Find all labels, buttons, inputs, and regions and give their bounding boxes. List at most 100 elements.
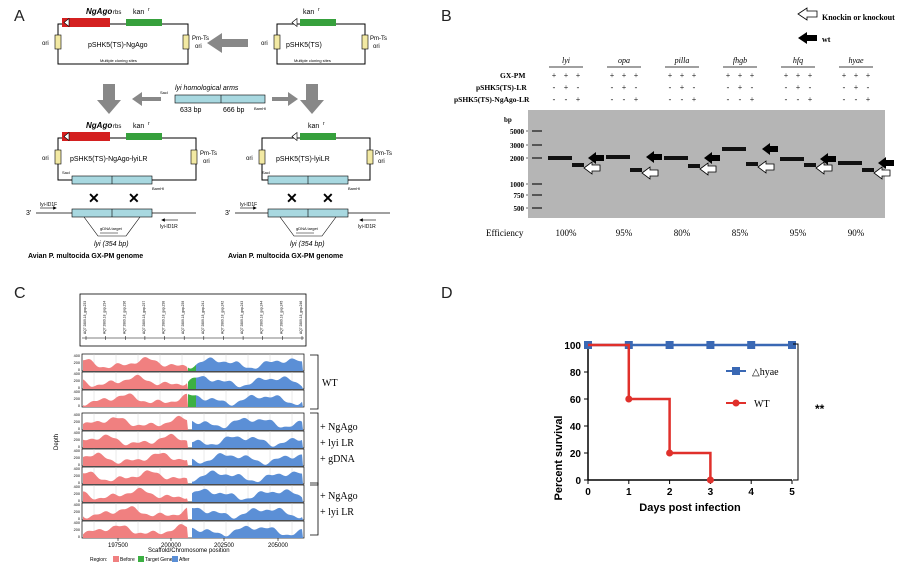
sign-cell: +: [726, 71, 731, 80]
gene-annotation-label: AQ7 2889.18_gop.246: [299, 301, 303, 334]
svg-text:+ NgAgo: + NgAgo: [320, 422, 358, 433]
ladder-band: [532, 183, 542, 185]
gel-band: [746, 162, 758, 166]
y-tick-label: 40: [570, 422, 582, 433]
significance-annotation: **: [815, 402, 825, 416]
panel-label-a: A: [14, 8, 25, 25]
svg-text:gDNA target: gDNA target: [296, 226, 319, 231]
coverage-after: [196, 357, 303, 371]
sign-cell: +: [796, 71, 801, 80]
coverage-before: [83, 452, 188, 466]
y-tick-label: 0: [78, 404, 80, 408]
gel-band: [804, 163, 816, 167]
svg-text:666 bp: 666 bp: [223, 107, 245, 114]
sign-cell: +: [808, 95, 813, 104]
y-axis-label: Percent survival: [553, 416, 565, 501]
svg-text:Target Gene: Target Gene: [145, 557, 173, 563]
svg-text:+ lyi LR: + lyi LR: [320, 438, 354, 449]
sign-cell: +: [854, 71, 859, 80]
coverage-target: [188, 364, 196, 371]
svg-text:BamHI: BamHI: [348, 186, 360, 191]
ladder-label: 2000: [510, 155, 525, 163]
sign-cell: +: [808, 71, 813, 80]
gene-header: fhgb: [733, 56, 747, 65]
gel-band: [606, 155, 618, 159]
y-tick-label: 60: [570, 395, 582, 406]
gene-annotation-label: AQ7 2889.18_gop.236: [122, 301, 126, 334]
sign-cell: +: [750, 71, 755, 80]
homologous-arms: lyi homological arms SacI BamHI 633 bp 6…: [160, 85, 266, 114]
x-tick-label: 200000: [161, 543, 182, 549]
ladder-label: 500: [514, 205, 525, 213]
sign-cell: -: [739, 95, 742, 104]
y-tick-label: 200: [74, 492, 80, 496]
y-tick-label: 0: [575, 476, 581, 487]
svg-text:SacI: SacI: [262, 170, 270, 175]
svg-text:lyi-ID1F: lyi-ID1F: [240, 202, 257, 208]
gel-band: [572, 163, 584, 167]
svg-text:+ NgAgo: + NgAgo: [320, 491, 358, 502]
svg-text:lyi-ID1R: lyi-ID1R: [160, 224, 178, 230]
svg-text:r: r: [323, 121, 325, 127]
y-tick-label: 400: [74, 390, 80, 394]
panel-a-diagram: NgAgo rbs kan r ori Pm-Ts ori pSHK5(TS)-…: [26, 7, 392, 260]
data-point: [666, 449, 674, 457]
svg-text:wt: wt: [822, 35, 831, 44]
svg-text:ori: ori: [203, 159, 210, 165]
coverage-before: [83, 487, 188, 502]
sign-grid: +--++-+-++--++-+-++--++-+-++--++-+-++--+…: [552, 71, 871, 104]
legend-label-wt: WT: [754, 399, 770, 410]
x-axis-label: Days post infection: [639, 502, 741, 514]
svg-text:✕: ✕: [286, 190, 298, 206]
gel-band: [560, 156, 572, 160]
svg-text:SacI: SacI: [62, 170, 70, 175]
data-point: [788, 341, 796, 349]
sign-cell: +: [692, 95, 697, 104]
sign-cell: -: [797, 95, 800, 104]
data-point: [665, 341, 674, 349]
y-tick-label: 100: [564, 341, 581, 352]
ladder-band: [532, 130, 542, 132]
sign-cell: +: [610, 71, 615, 80]
solid-arrow-icon: [798, 32, 817, 44]
y-tick-label: 0: [78, 386, 80, 390]
sign-cell: -: [855, 95, 858, 104]
sign-cell: -: [577, 83, 580, 92]
y-tick-label: 80: [570, 368, 582, 379]
svg-text:633 bp: 633 bp: [180, 107, 202, 114]
gene-annotation-label: AQ7 2889.18_gop.242: [220, 301, 224, 334]
sign-cell: +: [842, 71, 847, 80]
coverage-after: [192, 417, 303, 430]
y-tick-label: 0: [78, 535, 80, 539]
gene-annotation-label: AQ7 2889.18_gop.234: [103, 301, 107, 334]
sign-cell: +: [692, 71, 697, 80]
svg-text:kan: kan: [133, 9, 144, 16]
sign-cell: +: [738, 83, 743, 92]
y-tick-label: 400: [74, 467, 80, 471]
svg-text:NgAgo: NgAgo: [86, 7, 112, 16]
knockout-arrow-icon: [873, 166, 891, 180]
gene-header: hfq: [793, 56, 803, 65]
genome-left: 3' gDNA target lyi-ID1F lyi-ID1R lyi (35…: [26, 202, 196, 260]
svg-text:rbs: rbs: [113, 124, 121, 130]
x-tick-label: 205000: [268, 543, 289, 549]
efficiency-value: 80%: [674, 228, 691, 238]
svg-text:pSHK5(TS)-lyiLR: pSHK5(TS)-lyiLR: [276, 156, 330, 163]
gel-band: [618, 155, 630, 159]
svg-text:lyi-ID1F: lyi-ID1F: [40, 202, 57, 208]
genome-right: 3' gDNA target lyi-ID1F lyi-ID1R lyi (35…: [225, 202, 390, 260]
sign-cell: -: [669, 83, 672, 92]
panel-label-b: B: [441, 8, 452, 25]
data-point: [625, 395, 633, 403]
svg-text:gDNA target: gDNA target: [100, 226, 123, 231]
y-tick-label: 0: [78, 463, 80, 467]
x-tick-label: 3: [708, 487, 714, 498]
ladder-band: [532, 157, 542, 159]
sign-cell: -: [611, 95, 614, 104]
y-tick-label: 400: [74, 485, 80, 489]
plasmid-ngago: NgAgo rbs kan r ori Pm-Ts ori pSHK5(TS)-…: [42, 7, 209, 65]
